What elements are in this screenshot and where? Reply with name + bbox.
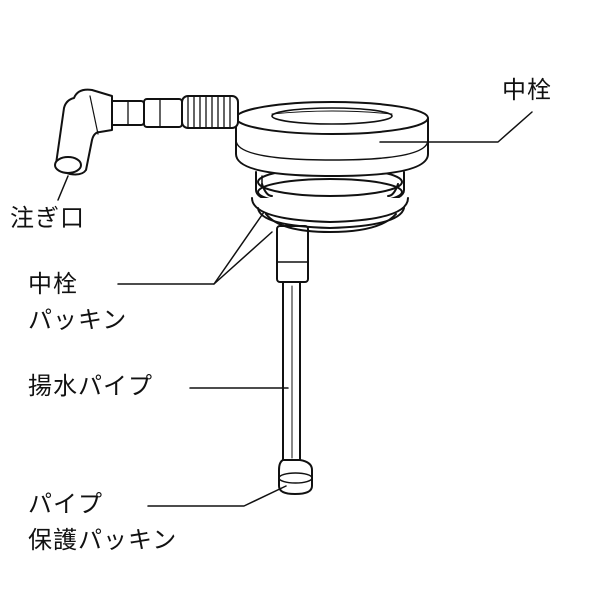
pipe-protection-packing: [278, 459, 313, 495]
label-stopper-packing-line1: 中栓: [28, 270, 78, 298]
stopper-packing: [251, 167, 409, 233]
label-stopper: 中栓: [502, 76, 552, 104]
label-spout: 注ぎ口: [10, 204, 85, 232]
label-pipe-protection-line1: パイプ: [28, 490, 103, 518]
stopper-body: [235, 101, 429, 185]
label-pump-pipe: 揚水パイプ: [28, 372, 153, 400]
label-pipe-protection-line2: 保護パッキン: [28, 526, 178, 554]
leader-lines: [57, 111, 533, 507]
label-stopper-packing-line2: パッキン: [28, 306, 128, 334]
pump-pipe: [276, 225, 309, 463]
spout-assembly: [54, 88, 239, 176]
